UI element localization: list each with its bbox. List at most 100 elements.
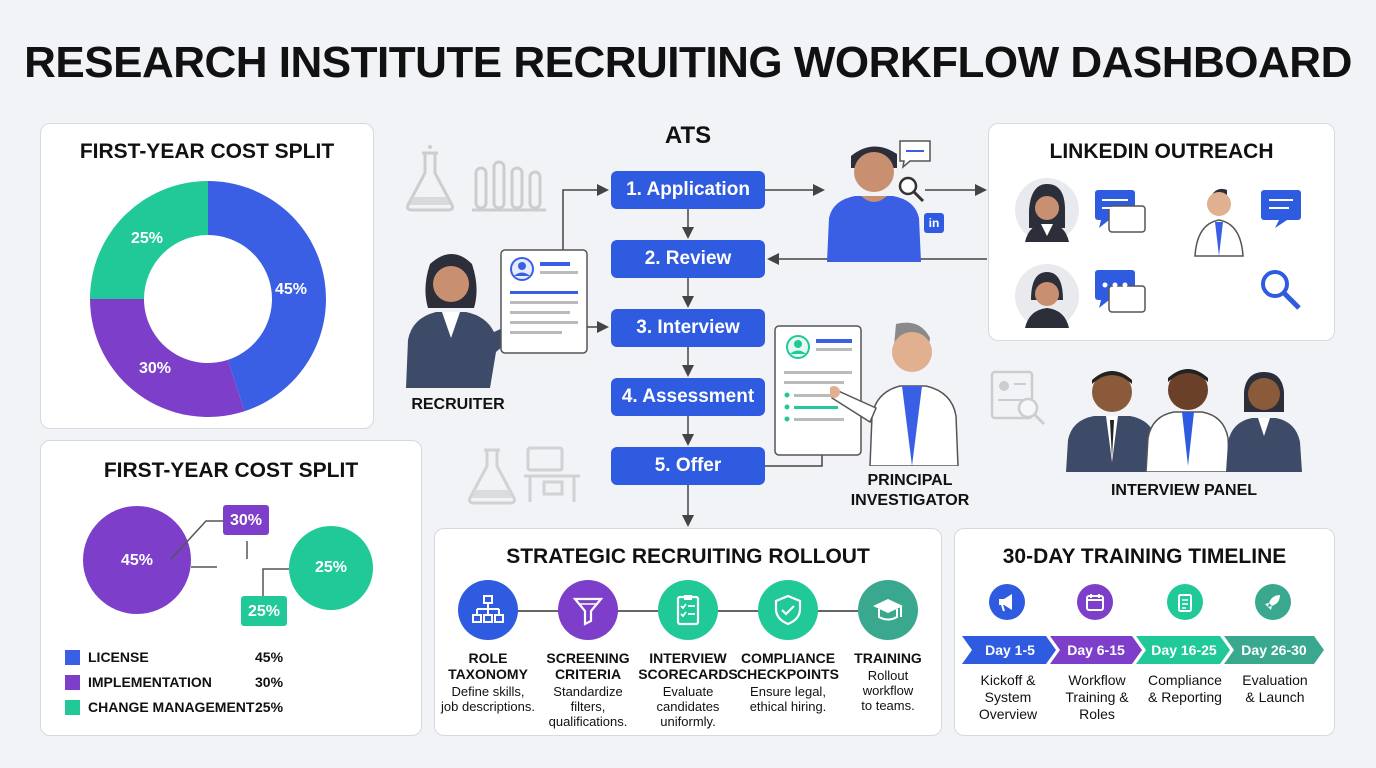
checklist-icon [658,580,718,640]
pie-chart-card: FIRST-YEAR COST SPLIT 45% 30% 25% 25% LI… [40,440,422,736]
rollout-name-line2: TAXONOMY [448,666,528,682]
timeline-day-1: Day 1-5 [985,642,1035,658]
timeline-desc-3: Compliance & Reporting [1140,672,1230,706]
panel-search-doc-icon [990,370,1046,426]
recruiter-label: RECRUITER [411,396,505,413]
timeline-desc-line: Workflow [1068,672,1126,688]
rollout-title: STRATEGIC RECRUITING ROLLOUT [506,545,870,568]
recruiter-avatar [406,254,526,388]
timeline-desc-line: Evaluation [1242,672,1308,688]
timeline-desc-line: System [984,689,1032,705]
pie-chart-title: FIRST-YEAR COST SPLIT [103,459,359,482]
step-interview[interactable]: 3. Interview [611,309,765,347]
legend-swatch [65,699,80,715]
pi-resume-document-icon [774,325,862,456]
legend-name: IMPLEMENTATION [88,674,212,690]
pi-label-line1: PRINCIPAL [867,472,953,489]
rollout-desc-line1: Standardize [553,684,623,699]
rollout-name-line1: COMPLIANCE [740,650,836,666]
rollout-desc-line2: candidates [656,699,720,714]
donut-slice-implementation [90,299,245,417]
timeline-title: 30-DAY TRAINING TIMELINE [1002,545,1287,568]
timeline-desc-line: Compliance [1148,672,1222,688]
rollout-name-line1: SCREENING [546,650,630,666]
donut-label-change: 25% [131,230,164,247]
rollout-desc-line3: qualifications. [548,714,628,729]
timeline-desc-line: Roles [1079,706,1115,722]
donut-label-implementation: 30% [139,360,172,377]
rollout-desc-line1: Define skills, [451,684,525,699]
org-chart-icon [458,580,518,640]
rollout-name-line2: CRITERIA [554,666,622,682]
funnel-icon [558,580,618,640]
rollout-name-line1: INTERVIEW [649,650,727,666]
timeline-desc-line: & Launch [1245,689,1305,705]
exploded-pie-chart [83,505,373,626]
linkedin-outreach-card: LINKEDIN OUTREACH [988,123,1335,341]
pie-label-change-callout: 25% [248,603,281,620]
shield-check-icon [758,580,818,640]
timeline-desc-line: Kickoff & [980,672,1036,688]
timeline-desc-2: Workflow Training & Roles [1052,672,1142,723]
legend-item-change-management: CHANGE MANAGEMENT 25% [65,699,285,715]
timeline-desc-line: & Reporting [1148,689,1222,705]
linkedin-badge-icon: in [924,213,944,233]
legend-value: 25% [255,699,284,715]
timeline-icon-wrap [1052,584,1138,620]
interview-panel-avatars [1066,369,1302,472]
rollout-desc-line2: job descriptions. [441,699,535,714]
rollout-name-line1: ROLE [468,650,508,666]
timeline-desc-line: Overview [978,706,1038,722]
step-offer[interactable]: 5. Offer [611,447,765,485]
timeline-day-2: Day 6-15 [1067,642,1125,658]
desk-icon [524,446,580,502]
legend-name: LICENSE [88,649,149,665]
pi-label-line2: INVESTIGATOR [850,492,970,509]
flask-icon [406,145,454,212]
timeline-icon-wrap [964,584,1050,620]
linkedin-outreach-illustration [1015,178,1301,328]
page-title: RESEARCH INSTITUTE RECRUITING WORKFLOW D… [24,38,1352,87]
candidate-avatar [827,146,921,262]
donut-chart [90,181,326,417]
legend-name: CHANGE MANAGEMENT [88,699,255,715]
rollout-desc-line2: ethical hiring. [749,699,827,714]
pie-label-change: 25% [315,559,348,576]
graduation-cap-icon [858,580,918,640]
donut-chart-title: FIRST-YEAR COST SPLIT [79,140,335,163]
timeline-icon-wrap [1142,584,1228,620]
clipboard-icon [1167,584,1203,620]
legend-swatch [65,674,80,690]
rollout-name-line2: SCORECARDS [638,666,738,682]
step-assessment[interactable]: 4. Assessment [611,378,765,416]
pie-callout-change [241,596,287,626]
step-application[interactable]: 1. Application [611,171,765,209]
donut-label-license: 45% [275,281,308,298]
timeline-icon-wrap [1230,584,1316,620]
pie-slice-license-circle [83,506,191,614]
step-review[interactable]: 2. Review [611,240,765,278]
rollout-desc-line2: filters, [570,699,606,714]
test-tubes-icon [472,160,546,212]
pie-slice-change-circle [289,526,373,610]
chat-bubble-icon [899,140,931,169]
legend-value: 45% [255,649,284,665]
ats-label: ATS [664,122,712,149]
donut-slice-change-management [90,181,208,299]
interview-panel-label: INTERVIEW PANEL [1110,482,1258,499]
rollout-desc-line2: workflow [862,683,914,698]
rollout-desc-line3: uniformly. [660,714,716,729]
resume-document-icon [500,249,588,354]
rocket-icon [1255,584,1291,620]
pie-label-license: 45% [121,552,154,569]
legend-item-implementation: IMPLEMENTATION 30% [65,674,285,690]
legend-value: 30% [255,674,284,690]
magnifier-icon [898,176,925,203]
pie-callout-implementation [223,505,269,535]
rollout-name-line2: CHECKPOINTS [737,666,839,682]
pie-leader-line-4 [262,568,289,596]
